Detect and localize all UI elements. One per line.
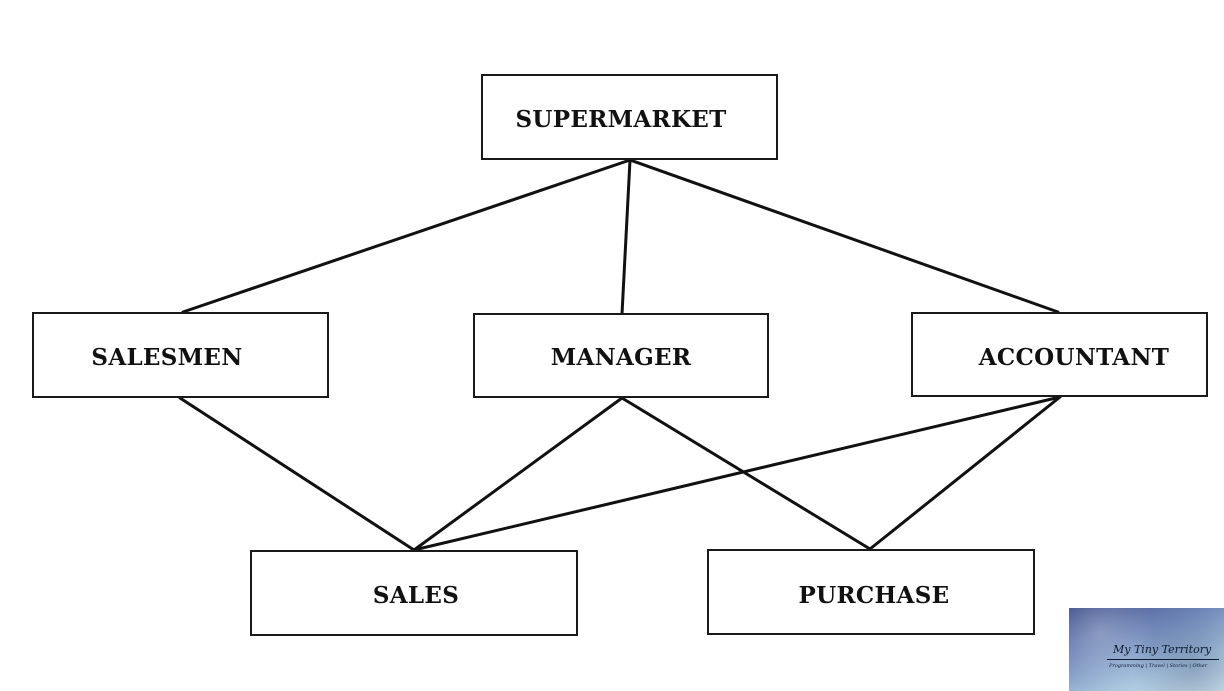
edge-supermarket-salesmen [181, 158, 632, 314]
node-label-manager: MANAGER [551, 344, 692, 371]
node-supermarket: SUPERMARKET [481, 74, 778, 160]
node-label-supermarket: SUPERMARKET [516, 106, 727, 133]
watermark-title: My Tiny Territory [1113, 643, 1212, 656]
node-label-sales: SALES [373, 582, 459, 609]
edge-accountant-sales [412, 395, 1062, 552]
node-manager: MANAGER [473, 313, 769, 398]
node-purchase: PURCHASE [707, 549, 1035, 635]
node-label-salesmen: SALESMEN [91, 344, 242, 371]
watermark-tagline: Programming | Travel | Stories | Other [1109, 663, 1208, 669]
edge-accountant-purchase [868, 395, 1062, 551]
edge-supermarket-accountant [628, 158, 1060, 314]
node-salesmen: SALESMEN [32, 312, 329, 398]
watermark-divider [1107, 659, 1219, 660]
edge-manager-purchase [620, 396, 872, 551]
node-label-purchase: PURCHASE [799, 582, 950, 609]
watermark-logo: My Tiny Territory Programming | Travel |… [1069, 608, 1224, 691]
edge-supermarket-manager [620, 158, 632, 316]
connector-lines [178, 158, 1062, 552]
edge-manager-sales [412, 396, 624, 552]
edge-salesmen-sales [178, 396, 416, 552]
node-accountant: ACCOUNTANT [911, 312, 1208, 397]
node-sales: SALES [250, 550, 578, 636]
node-label-accountant: ACCOUNTANT [978, 344, 1169, 371]
